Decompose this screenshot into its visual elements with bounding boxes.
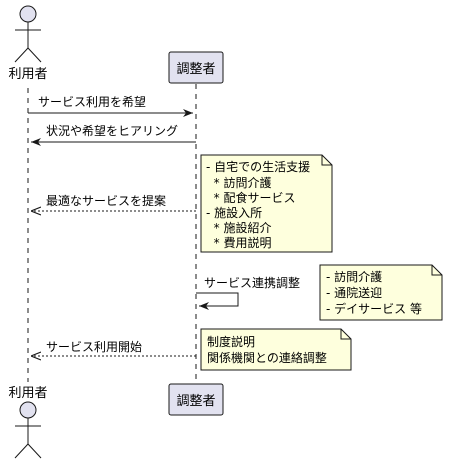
participant-coordinator-bottom xyxy=(168,383,224,416)
actor-user-top-label: 利用者 xyxy=(8,67,47,82)
participant-coordinator-top-label: 調整者 xyxy=(176,62,215,77)
note-2-line-3: - デイサービス 等 xyxy=(326,301,422,316)
note-2: - 訪問介護 - 通院送迎 - デイサービス 等 xyxy=(319,264,443,321)
note-1-line-4: - 施設入所 xyxy=(206,205,262,220)
participant-coordinator-top xyxy=(168,51,224,84)
note-3-line-2: 関係機関との連絡調整 xyxy=(207,350,327,365)
actor-user-top xyxy=(14,5,42,63)
message-2-label: 状況や希望をヒアリング xyxy=(46,123,178,138)
participant-coordinator-bottom-label: 調整者 xyxy=(176,394,215,409)
note-1-line-2: * 訪問介護 xyxy=(206,175,271,190)
actor-user-bottom-label: 利用者 xyxy=(8,386,47,401)
actor-head-icon xyxy=(19,401,37,419)
message-3-label: 最適なサービスを提案 xyxy=(46,193,166,208)
note-1-line-5: * 施設紹介 xyxy=(206,220,271,235)
note-2-line-1: - 訪問介護 xyxy=(326,269,382,284)
note-1-line-3: * 配食サービス xyxy=(206,190,295,205)
message-5-label: サービス利用開始 xyxy=(46,340,142,354)
message-1-label: サービス利用を希望 xyxy=(38,94,146,109)
actor-user-bottom xyxy=(14,401,42,459)
message-4-arrow xyxy=(196,292,239,310)
note-1-line-1: - 自宅での生活支援 xyxy=(206,159,310,174)
note-2-line-2: - 通院送迎 xyxy=(326,285,382,300)
note-1-line-6: * 費用説明 xyxy=(206,235,271,250)
actor-head-icon xyxy=(19,5,37,23)
note-1: - 自宅での生活支援 * 訪問介護 * 配食サービス - 施設入所 * 施設紹介… xyxy=(200,154,333,253)
note-3-line-1: 制度説明 xyxy=(207,334,255,349)
message-4-label: サービス連携調整 xyxy=(204,275,300,290)
note-3: 制度説明 関係機関との連絡調整 xyxy=(200,328,352,371)
